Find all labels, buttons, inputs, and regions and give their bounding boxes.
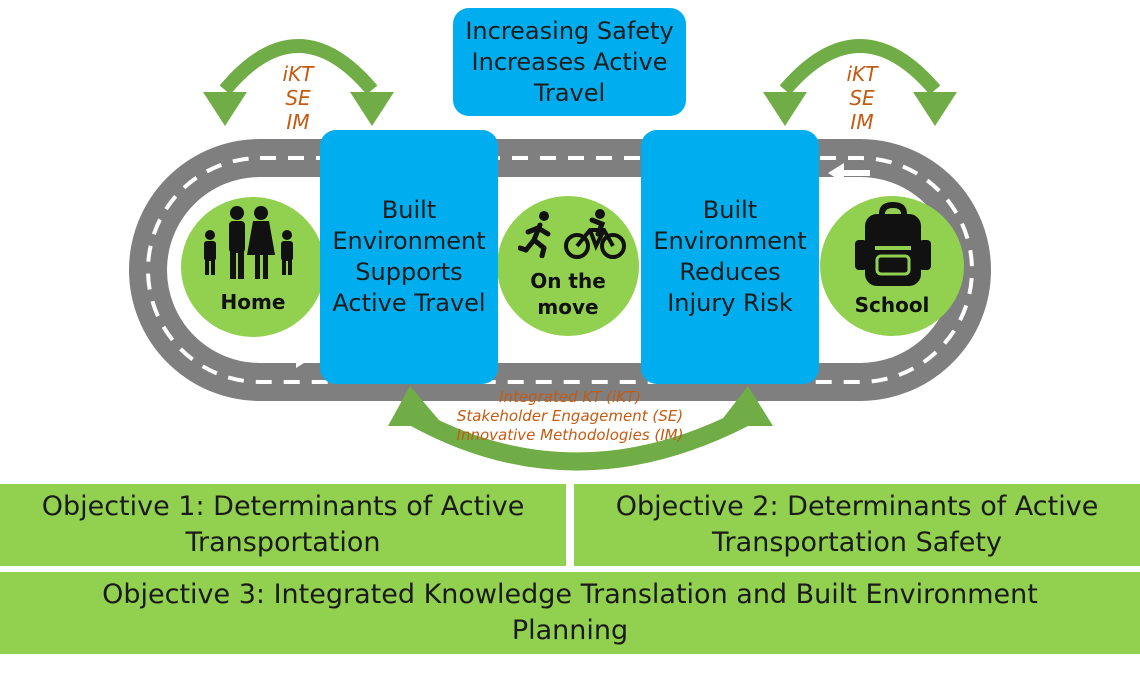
home-label: Home — [220, 290, 286, 314]
legend: Integrated KT (iKT) Stakeholder Engageme… — [430, 388, 710, 445]
on-the-move-circle — [497, 196, 639, 336]
road-loop — [129, 139, 991, 401]
left-se-label: SE — [285, 86, 311, 110]
objective-2: Objective 2: Determinants of Active Tran… — [574, 484, 1140, 566]
road-arrow-icon — [828, 163, 870, 183]
right-im-label: IM — [850, 110, 874, 134]
road-arrow-icon — [270, 348, 312, 368]
bottom-arrow-icon — [388, 386, 773, 471]
left-loop-labels: iKT SE IM — [268, 62, 328, 134]
right-loop-labels: iKT SE IM — [832, 62, 892, 134]
right-ikt-label: iKT — [846, 62, 878, 86]
right-se-label: SE — [849, 86, 875, 110]
objective-1: Objective 1: Determinants of Active Tran… — [0, 484, 566, 566]
backpack-icon — [855, 202, 931, 286]
objective-3: Objective 3: Integrated Knowledge Transl… — [0, 572, 1140, 654]
left-box-text: Built Environment Supports Active Travel — [332, 196, 486, 317]
loop-arrow-left-icon — [203, 39, 394, 126]
left-box: Built Environment Supports Active Travel — [320, 130, 498, 384]
top-box: Increasing Safety Increases Active Trave… — [453, 8, 686, 116]
on-the-move-label: On the move — [530, 269, 606, 319]
left-ikt-label: iKT — [282, 62, 314, 86]
loop-arrow-right-icon — [763, 39, 957, 126]
legend-se: Stakeholder Engagement (SE) — [456, 407, 684, 425]
right-box: Built Environment Reduces Injury Risk — [641, 130, 819, 384]
legend-im: Innovative Methodologies (IM) — [456, 426, 684, 444]
left-im-label: IM — [286, 110, 310, 134]
top-box-text: Increasing Safety Increases Active Trave… — [465, 16, 674, 107]
cyclist-icon — [564, 209, 626, 259]
right-box-text: Built Environment Reduces Injury Risk — [653, 196, 807, 317]
family-icon — [204, 206, 293, 279]
school-label: School — [854, 293, 930, 317]
legend-ikt: Integrated KT (iKT) — [499, 388, 641, 406]
runner-icon — [518, 211, 551, 258]
